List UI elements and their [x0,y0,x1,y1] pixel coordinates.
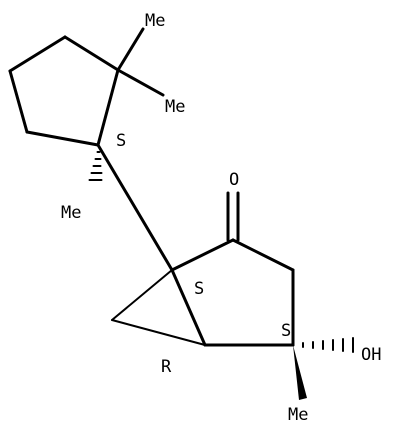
cyclopentane-ring [8,35,120,147]
bond-ring-left [8,69,29,134]
bond-methyl-top [116,27,145,72]
bond-ring-upper-left [8,35,67,73]
label-stereo-bridgehead-top: S [194,279,204,299]
bond-carbonyl-ch2 [231,238,295,272]
bond-ring-link [96,143,174,272]
carbonyl-double-bond [226,191,240,242]
bond-ring-top [63,35,120,72]
label-stereo-bridgehead-bottom: R [161,357,172,377]
bond-c1-carbonyl [170,238,235,272]
label-stereo-quaternary: S [116,131,126,151]
wedge-bond-methyl-bottom [293,345,307,400]
bond-fusion [170,268,207,347]
label-methyl-right: Me [165,97,185,117]
bond-cyclopropane-upper [111,269,173,321]
bond-ring-right [96,68,120,147]
cyclopentanone-ring [170,238,295,347]
label-hydroxyl: OH [361,345,381,365]
label-methyl-top: Me [145,11,165,31]
bond-methyl-right [116,68,165,97]
label-carbonyl-oxygen: O [229,170,239,190]
label-stereo-carbinol: S [281,321,291,341]
label-methyl-left: Me [61,203,81,223]
label-methyl-bottom: Me [288,405,308,424]
hashed-bond-hydroxyl [302,337,354,353]
bond-ring-bottom [25,130,100,147]
hashed-bond-methyl-left [88,151,103,181]
cyclopropane-ring [111,269,206,346]
bond-cyclopropane-lower [111,319,206,346]
